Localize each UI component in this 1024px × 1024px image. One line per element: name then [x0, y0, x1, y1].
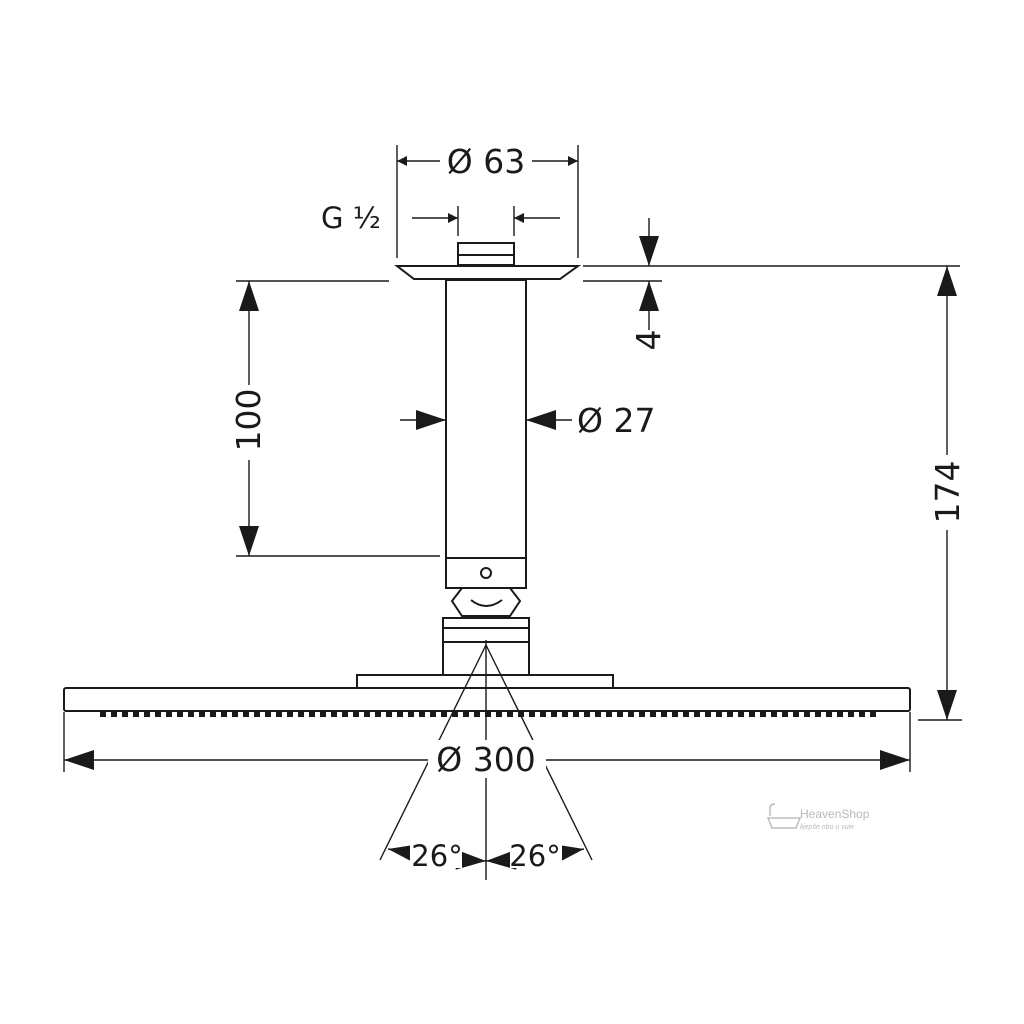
- dim-flange-thickness: 4: [629, 330, 668, 351]
- dim-flange-diameter: Ø 63: [447, 142, 525, 181]
- nozzle: [199, 712, 205, 717]
- shower-head-plate: [63, 687, 911, 712]
- nozzle: [485, 712, 491, 717]
- arm-tube: [445, 279, 527, 559]
- nozzle: [177, 712, 183, 717]
- nozzle: [221, 712, 227, 717]
- nozzle: [639, 712, 645, 717]
- nozzle: [595, 712, 601, 717]
- nozzle: [507, 712, 513, 717]
- nozzle: [133, 712, 139, 717]
- nozzle: [573, 712, 579, 717]
- nozzle: [606, 712, 612, 717]
- nozzle: [474, 712, 480, 717]
- nozzle: [683, 712, 689, 717]
- nozzle: [375, 712, 381, 717]
- dim-thread: G ½: [321, 201, 381, 235]
- nozzle: [111, 712, 117, 717]
- nozzle: [430, 712, 436, 717]
- nozzle: [210, 712, 216, 717]
- nozzle: [672, 712, 678, 717]
- nozzle: [298, 712, 304, 717]
- nozzle: [617, 712, 623, 717]
- nozzle: [309, 712, 315, 717]
- nozzle: [738, 712, 744, 717]
- nozzle: [551, 712, 557, 717]
- nozzle: [100, 712, 106, 717]
- nozzle: [419, 712, 425, 717]
- dim-arm-diameter: Ø 27: [577, 401, 655, 440]
- dim-tilt-right: 26°: [509, 839, 560, 873]
- nozzle: [188, 712, 194, 717]
- nozzle: [144, 712, 150, 717]
- nozzle: [870, 712, 876, 717]
- nozzle: [243, 712, 249, 717]
- nozzle-row: [100, 712, 876, 717]
- nozzle: [793, 712, 799, 717]
- watermark: HeavenShop lijepše nbo u vule: [766, 803, 870, 831]
- nozzle: [320, 712, 326, 717]
- nozzle: [804, 712, 810, 717]
- ceiling-flange: [394, 265, 582, 280]
- nozzle: [749, 712, 755, 717]
- dimension-arrows: [64, 156, 957, 870]
- nozzle: [716, 712, 722, 717]
- extension-lines: [63, 145, 962, 880]
- nozzle: [848, 712, 854, 717]
- nozzle: [837, 712, 843, 717]
- nozzle: [826, 712, 832, 717]
- nozzle: [815, 712, 821, 717]
- nozzle: [694, 712, 700, 717]
- nozzle: [661, 712, 667, 717]
- nozzle: [705, 712, 711, 717]
- nozzle: [254, 712, 260, 717]
- head-mount-plate: [356, 674, 614, 689]
- nozzle: [529, 712, 535, 717]
- nozzle: [408, 712, 414, 717]
- nozzle: [342, 712, 348, 717]
- dim-head-diameter: Ø 300: [436, 740, 535, 779]
- nozzle: [265, 712, 271, 717]
- ball-joint: [450, 587, 522, 617]
- nozzle: [155, 712, 161, 717]
- nozzle: [353, 712, 359, 717]
- dim-total-height: 174: [928, 461, 967, 524]
- nozzle: [727, 712, 733, 717]
- nozzle: [386, 712, 392, 717]
- nozzle: [397, 712, 403, 717]
- nozzle: [562, 712, 568, 717]
- nozzle: [276, 712, 282, 717]
- dim-tilt-left: 26°: [411, 839, 462, 873]
- nozzle: [782, 712, 788, 717]
- nozzle: [760, 712, 766, 717]
- nozzle: [540, 712, 546, 717]
- nozzle: [122, 712, 128, 717]
- nozzle: [441, 712, 447, 717]
- nozzle: [628, 712, 634, 717]
- nozzle: [650, 712, 656, 717]
- nozzle: [331, 712, 337, 717]
- nozzle: [496, 712, 502, 717]
- nozzle: [771, 712, 777, 717]
- watermark-tagline: lijepše nbo u vule: [800, 824, 854, 831]
- bathtub-icon: [766, 803, 802, 829]
- nozzle: [452, 712, 458, 717]
- nozzle: [287, 712, 293, 717]
- shower-arm-assembly: [63, 242, 911, 712]
- nozzle: [232, 712, 238, 717]
- nozzle: [364, 712, 370, 717]
- nozzle: [463, 712, 469, 717]
- nozzle: [166, 712, 172, 717]
- nozzle: [859, 712, 865, 717]
- nozzle: [584, 712, 590, 717]
- dim-arm-length: 100: [229, 389, 268, 452]
- watermark-brand: HeavenShop: [800, 807, 870, 821]
